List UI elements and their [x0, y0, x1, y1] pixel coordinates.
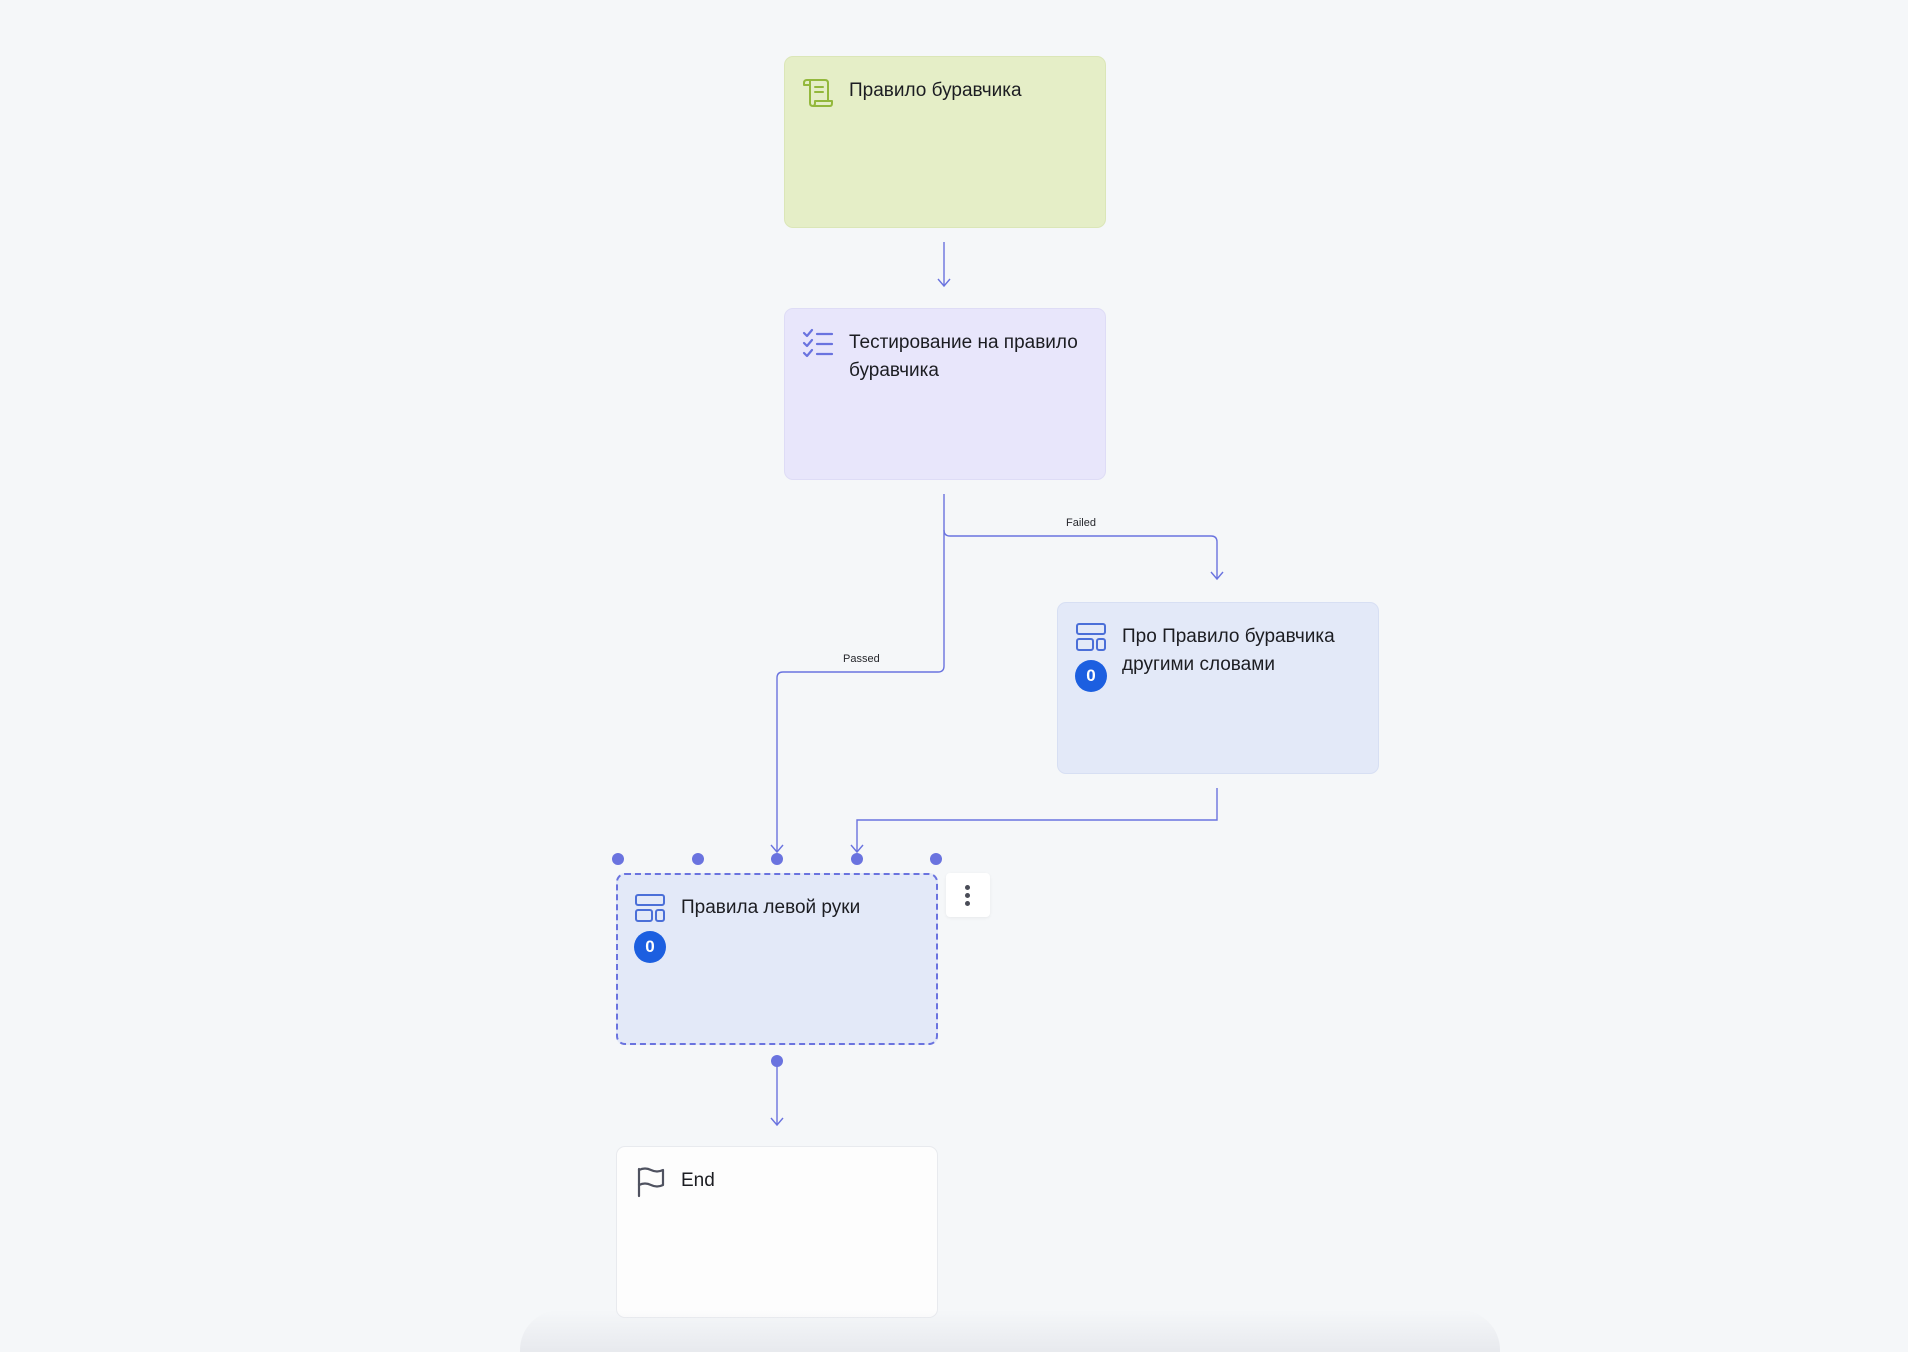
node-rule[interactable]: Правило буравчика [784, 56, 1106, 228]
scroll-icon [803, 79, 833, 107]
dot [965, 901, 970, 906]
node-title: Про Правило буравчика другими словами [1122, 626, 1335, 675]
dot [965, 885, 970, 890]
layout-icon [635, 894, 665, 922]
count-badge: 0 [634, 931, 666, 963]
connection-handle[interactable] [771, 853, 783, 865]
dot [965, 893, 970, 898]
connection-handle[interactable] [930, 853, 942, 865]
arrowhead [770, 844, 784, 854]
arrowhead [937, 278, 951, 288]
edge-label-failed: Failed [1066, 517, 1096, 529]
edge-label-passed: Passed [843, 653, 880, 665]
node-title: End [681, 1170, 715, 1191]
count-badge: 0 [1075, 660, 1107, 692]
flag-icon [637, 1167, 665, 1198]
node-title: Правила левой руки [681, 897, 861, 918]
connection-handle[interactable] [771, 1055, 783, 1067]
arrowhead [850, 844, 864, 854]
checklist-icon [802, 328, 834, 358]
layout-icon [1076, 623, 1106, 651]
edge-test-to-lefthand-passed [776, 530, 945, 852]
connection-handle[interactable] [612, 853, 624, 865]
arrowhead [770, 1117, 784, 1127]
connection-handle[interactable] [692, 853, 704, 865]
node-title: Тестирование на правило буравчика [849, 332, 1078, 381]
bottom-shadow [520, 1310, 1500, 1352]
connection-handle[interactable] [851, 853, 863, 865]
node-left-hand[interactable]: 0 Правила левой руки [616, 873, 938, 1045]
edge-test-to-about-failed [943, 494, 1218, 579]
node-title: Правило буравчика [849, 80, 1022, 101]
arrowhead [1210, 571, 1224, 581]
node-test[interactable]: Тестирование на правило буравчика [784, 308, 1106, 480]
edge-about-to-lefthand [856, 788, 1218, 852]
more-options-button[interactable] [946, 873, 990, 917]
node-end[interactable]: End [616, 1146, 938, 1318]
node-about[interactable]: 0 Про Правило буравчика другими словами [1057, 602, 1379, 774]
